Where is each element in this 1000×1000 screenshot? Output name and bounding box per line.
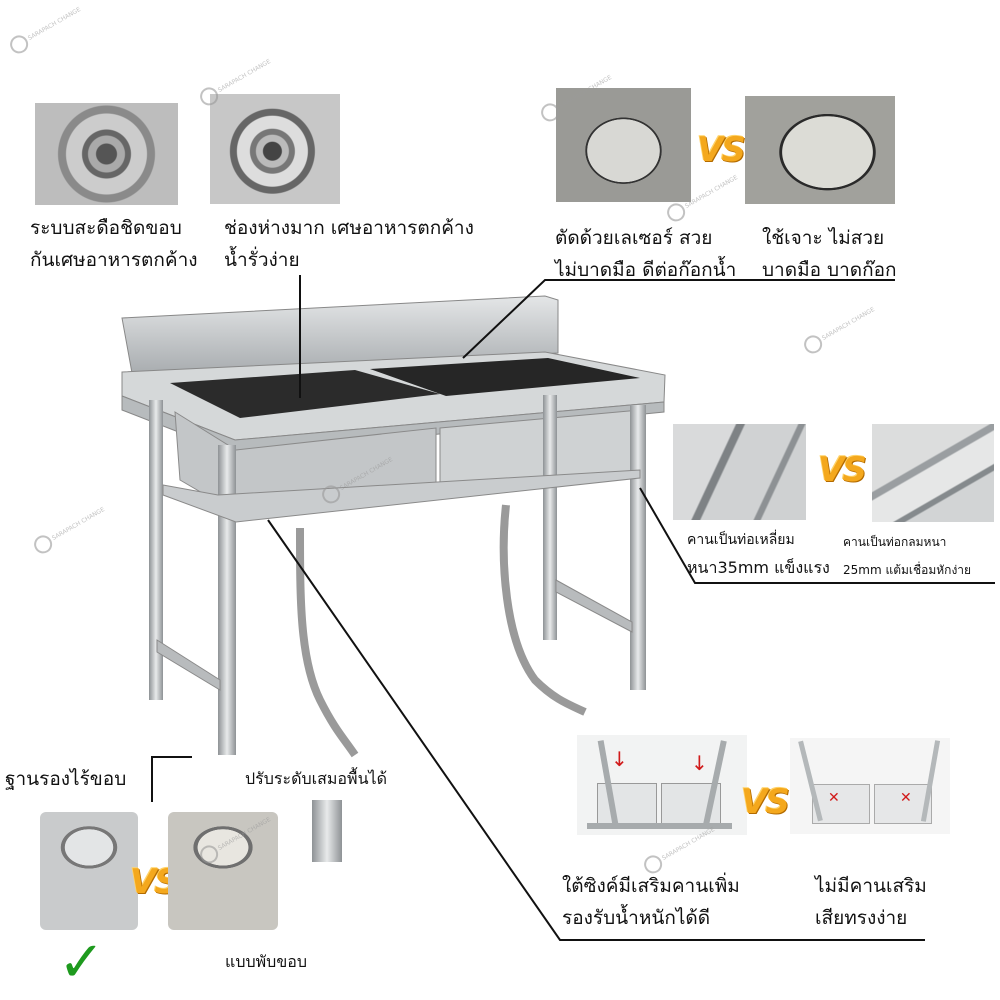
square-tube-leg-photo xyxy=(673,424,806,520)
foot-bad-caption: แบบพับขอบ xyxy=(225,952,308,971)
sink-backsplash xyxy=(121,295,559,374)
callout-line-hole xyxy=(462,279,895,359)
hole-good-caption: ตัดด้วยเลเซอร์ สวย ไม่บาดมือ ดีต่อก๊อกน้… xyxy=(555,222,736,286)
leg-good-caption: คานเป็นท่อเหลี่ยม หนา35mm แข็งแรง xyxy=(687,526,830,582)
hole-bad-caption: ใช้เจาะ ไม่สวย บาดมือ บาดก๊อก xyxy=(762,222,897,286)
leg-good-line1: คานเป็นท่อเหลี่ยม xyxy=(687,532,795,548)
hole-bad-line1: ใช้เจาะ ไม่สวย xyxy=(762,227,885,249)
drilled-hole-photo xyxy=(745,96,895,204)
leg-bad-line2: 25mm แต้มเชื่อมหักง่าย xyxy=(843,563,972,577)
vs-icon-legs: VS xyxy=(818,450,867,490)
brace-good-line2: รองรับน้ำหนักได้ดี xyxy=(562,907,711,929)
drain-good-caption: ระบบสะดือชิดขอบ กันเศษอาหารตกค้าง xyxy=(30,212,198,276)
drain-bad-line1: ช่องห่างมาก เศษอาหารตกค้าง xyxy=(224,217,474,239)
callout-line-brace xyxy=(267,519,925,941)
left-basin xyxy=(170,370,440,418)
vs-icon-holes: VS xyxy=(697,130,746,170)
leg-good-line2: หนา35mm แข็งแรง xyxy=(687,558,830,577)
leg-front-left xyxy=(218,445,236,755)
crossbar-lower-right xyxy=(555,579,633,633)
drain-hose-left xyxy=(296,527,359,758)
brace-bad-line2: เสียทรงง่าย xyxy=(815,907,908,929)
drain-gap-photo xyxy=(210,94,340,204)
drain-bad-caption: ช่องห่างมาก เศษอาหารตกค้าง น้ำรั่วง่าย xyxy=(224,212,474,276)
hole-good-line2: ไม่บาดมือ ดีต่อก๊อกน้ำ xyxy=(555,259,737,281)
drain-bad-line2: น้ำรั่วง่าย xyxy=(224,249,300,271)
leg-front-right xyxy=(630,405,646,690)
leg-back-right xyxy=(543,395,557,640)
crossbar-upper xyxy=(162,469,641,523)
leg-bad-line1: คานเป็นท่อกลมหนา xyxy=(843,535,947,549)
leg-back-left xyxy=(149,400,163,700)
drain-hose-right xyxy=(499,504,587,716)
leg-bad-caption: คานเป็นท่อกลมหนา 25mm แต้มเชื่อมหักง่าย xyxy=(843,528,971,584)
red-arrow-icon: ↓ xyxy=(691,751,708,775)
red-arrow-icon: ↓ xyxy=(611,747,628,771)
adjustable-foot-photo xyxy=(312,800,342,862)
brace-good-caption: ใต้ซิงค์มีเสริมคานเพิ่ม รองรับน้ำหนักได้… xyxy=(562,870,740,934)
callout-line-foot xyxy=(151,756,192,802)
braced-underside-photo: ↓ ↓ xyxy=(577,735,747,835)
vs-icon-brace: VS xyxy=(741,782,790,822)
red-x-icon: ✕ xyxy=(900,790,912,806)
drain-good-line1: ระบบสะดือชิดขอบ xyxy=(30,217,182,239)
unbraced-underside-photo: ✕ ✕ xyxy=(790,738,950,834)
check-icon: ✓ xyxy=(58,930,105,995)
brace-good-line1: ใต้ซิงค์มีเสริมคานเพิ่ม xyxy=(562,875,740,897)
crossbar-lower-left xyxy=(156,639,221,691)
round-tube-leg-photo xyxy=(872,424,994,522)
hole-good-line1: ตัดด้วยเลเซอร์ สวย xyxy=(555,227,713,249)
flat-foot-photo xyxy=(40,812,138,930)
foot-good-caption: ฐานรองไร้ขอบ xyxy=(5,768,127,790)
brace-bad-caption: ไม่มีคานเสริม เสียทรงง่าย xyxy=(815,870,927,934)
callout-line-leg xyxy=(639,487,995,584)
laser-hole-photo xyxy=(556,88,691,202)
right-basin xyxy=(370,358,640,396)
folded-edge-foot-photo xyxy=(168,812,278,930)
drain-flush-photo xyxy=(35,103,178,205)
hole-bad-line2: บาดมือ บาดก๊อก xyxy=(762,259,897,281)
sink-apron xyxy=(121,395,665,455)
brace-bad-line1: ไม่มีคานเสริม xyxy=(815,875,927,897)
drain-good-line2: กันเศษอาหารตกค้าง xyxy=(30,249,198,271)
foot-adjust-caption: ปรับระดับเสมอพื้นได้ xyxy=(245,769,387,788)
red-x-icon: ✕ xyxy=(828,790,840,806)
